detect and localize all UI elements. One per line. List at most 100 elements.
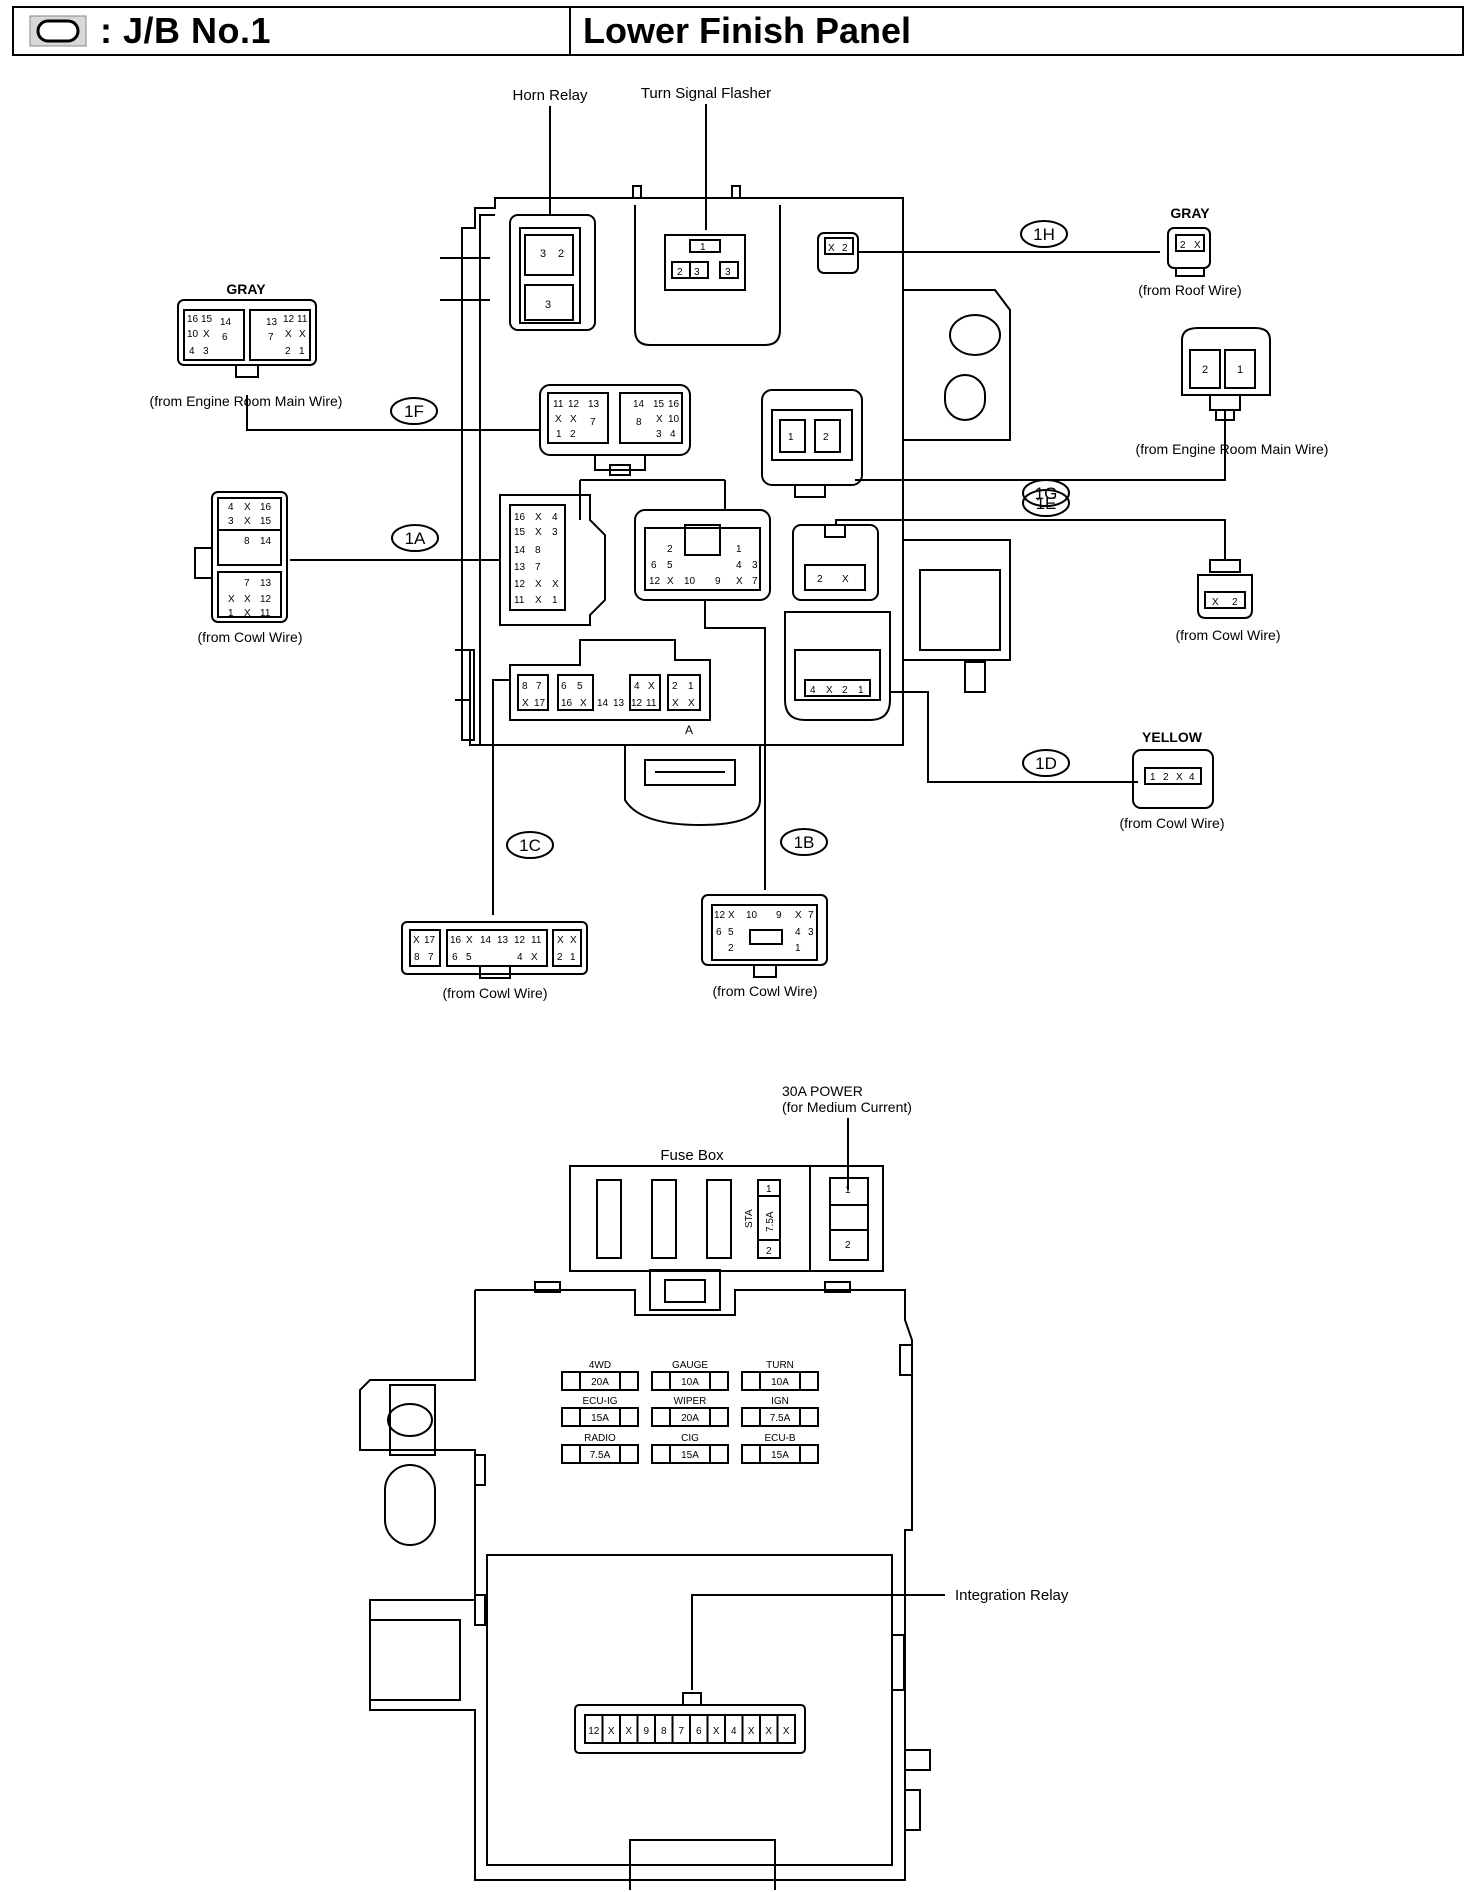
svg-text:2: 2 (1202, 364, 1208, 376)
svg-text:3: 3 (228, 516, 234, 527)
svg-text:11: 11 (297, 314, 308, 325)
fuse-box-label: Fuse Box (660, 1147, 724, 1164)
svg-text:7.5A: 7.5A (765, 1211, 776, 1232)
svg-text:12: 12 (649, 576, 661, 587)
jb-socket-1D: 4 X 2 1 (784, 611, 891, 721)
svg-text:8: 8 (535, 545, 541, 556)
svg-text:4: 4 (670, 429, 676, 440)
svg-text:(from Engine Room Main Wire): (from Engine Room Main Wire) (150, 393, 343, 409)
svg-text:X: X (656, 414, 663, 425)
svg-text:X: X (672, 698, 679, 709)
svg-text:30A POWER: 30A POWER (782, 1083, 863, 1099)
power-label: 30A POWER (for Medium Current) (782, 1083, 912, 1190)
svg-text:14: 14 (220, 317, 232, 328)
fuse-slot (741, 1371, 819, 1391)
relay-pin-label: 8 (661, 1726, 667, 1737)
svg-text:X: X (413, 935, 420, 946)
svg-text:8: 8 (414, 952, 420, 963)
svg-text:4: 4 (1189, 772, 1195, 783)
connector-code-1D: 1D (1022, 749, 1070, 777)
svg-text:6: 6 (716, 927, 722, 938)
svg-text:X: X (570, 935, 577, 946)
svg-text:10: 10 (668, 414, 680, 425)
svg-text:2: 2 (558, 248, 564, 260)
svg-text:7: 7 (244, 578, 250, 589)
svg-text:7: 7 (535, 562, 541, 573)
svg-text:X: X (535, 579, 542, 590)
svg-text:8: 8 (244, 536, 250, 547)
svg-text:X: X (244, 502, 251, 513)
connector-1B: 12 X 10 9 X 7 6 5 4 3 2 1 (from Cowl Wir… (701, 894, 828, 999)
relay-pin-label: X (783, 1726, 790, 1737)
svg-text:X: X (728, 910, 735, 921)
svg-text:Integration Relay: Integration Relay (955, 1587, 1069, 1604)
svg-text:14: 14 (480, 935, 492, 946)
svg-text:13: 13 (514, 562, 526, 573)
svg-text:1E: 1E (1036, 494, 1057, 513)
svg-text:5: 5 (466, 952, 472, 963)
fuse-rating: 10A (681, 1377, 699, 1388)
svg-text:13: 13 (260, 578, 272, 589)
svg-text:YELLOW: YELLOW (1142, 729, 1203, 745)
svg-text:4: 4 (795, 927, 801, 938)
svg-text:1: 1 (556, 429, 562, 440)
svg-text:11: 11 (646, 698, 657, 709)
svg-text:X: X (244, 608, 251, 619)
svg-text:12: 12 (714, 910, 726, 921)
fuse-name: RADIO (584, 1433, 616, 1444)
svg-text:X: X (826, 685, 833, 696)
svg-text:1: 1 (858, 685, 864, 696)
svg-text:16: 16 (561, 698, 573, 709)
svg-text:2: 2 (817, 574, 823, 585)
fuse-rating: 7.5A (590, 1450, 611, 1461)
svg-text:4: 4 (634, 681, 640, 692)
svg-text:4: 4 (736, 560, 742, 571)
svg-text:15: 15 (201, 314, 213, 325)
svg-text:6: 6 (561, 681, 567, 692)
svg-text:1: 1 (766, 1184, 772, 1195)
connector-1C: X 17 16 X 14 13 12 11 X X 8 7 6 5 4 X 2 … (401, 921, 588, 1001)
svg-text:7: 7 (536, 681, 542, 692)
connector-code-1E: 1E (1022, 489, 1070, 517)
svg-text:10: 10 (684, 576, 696, 587)
relay-pin-label: X (713, 1726, 720, 1737)
fuse-slot (651, 1407, 729, 1427)
svg-text:X: X (736, 576, 743, 587)
svg-text:X: X (531, 952, 538, 963)
fuse-name: ECU-IG (583, 1396, 618, 1407)
svg-text:16: 16 (187, 314, 199, 325)
svg-text:(from Cowl Wire): (from Cowl Wire) (198, 629, 303, 645)
jb-socket-1A: 16 X 4 15 X 3 14 8 13 7 12 X X 11 X 1 (499, 494, 606, 626)
svg-text:11: 11 (553, 399, 564, 410)
fuse-rating: 15A (591, 1413, 609, 1424)
relay-pin-label: 7 (678, 1726, 684, 1737)
svg-text:1: 1 (228, 608, 234, 619)
junction-block-symbol-icon (29, 15, 87, 47)
svg-text:2: 2 (285, 346, 291, 357)
svg-text:12: 12 (283, 314, 295, 325)
svg-text:1: 1 (1237, 364, 1243, 376)
connector-1E: X 2 (from Cowl Wire) (1176, 559, 1281, 643)
fuse-name: GAUGE (672, 1360, 708, 1371)
svg-text:1: 1 (700, 242, 706, 253)
svg-text:1: 1 (688, 681, 694, 692)
horn-relay-label: Horn Relay (512, 87, 588, 104)
svg-text:3: 3 (545, 299, 551, 311)
jb-socket-1B: 2 1 6 5 4 3 12 X 10 9 X 7 (634, 509, 771, 601)
fuse-ecu-ig: ECU-IG 15A (561, 1396, 639, 1427)
fuse-gauge: GAUGE 10A (651, 1360, 729, 1391)
svg-text:4: 4 (228, 502, 234, 513)
fuse-box: 1 2 7.5A STA 1 2 (569, 1165, 884, 1272)
fuse-name: ECU-B (764, 1433, 795, 1444)
svg-text:14: 14 (514, 545, 526, 556)
svg-text:7: 7 (808, 910, 814, 921)
horn-relay: 3 2 3 (509, 214, 596, 331)
svg-text:8: 8 (522, 681, 528, 692)
svg-text:1A: 1A (405, 529, 426, 548)
svg-text:X: X (1194, 240, 1201, 251)
fuse-rating: 7.5A (770, 1413, 791, 1424)
svg-text:6: 6 (452, 952, 458, 963)
connector-code-1C: 1C (506, 831, 554, 859)
relay-pin-label: X (625, 1726, 632, 1737)
